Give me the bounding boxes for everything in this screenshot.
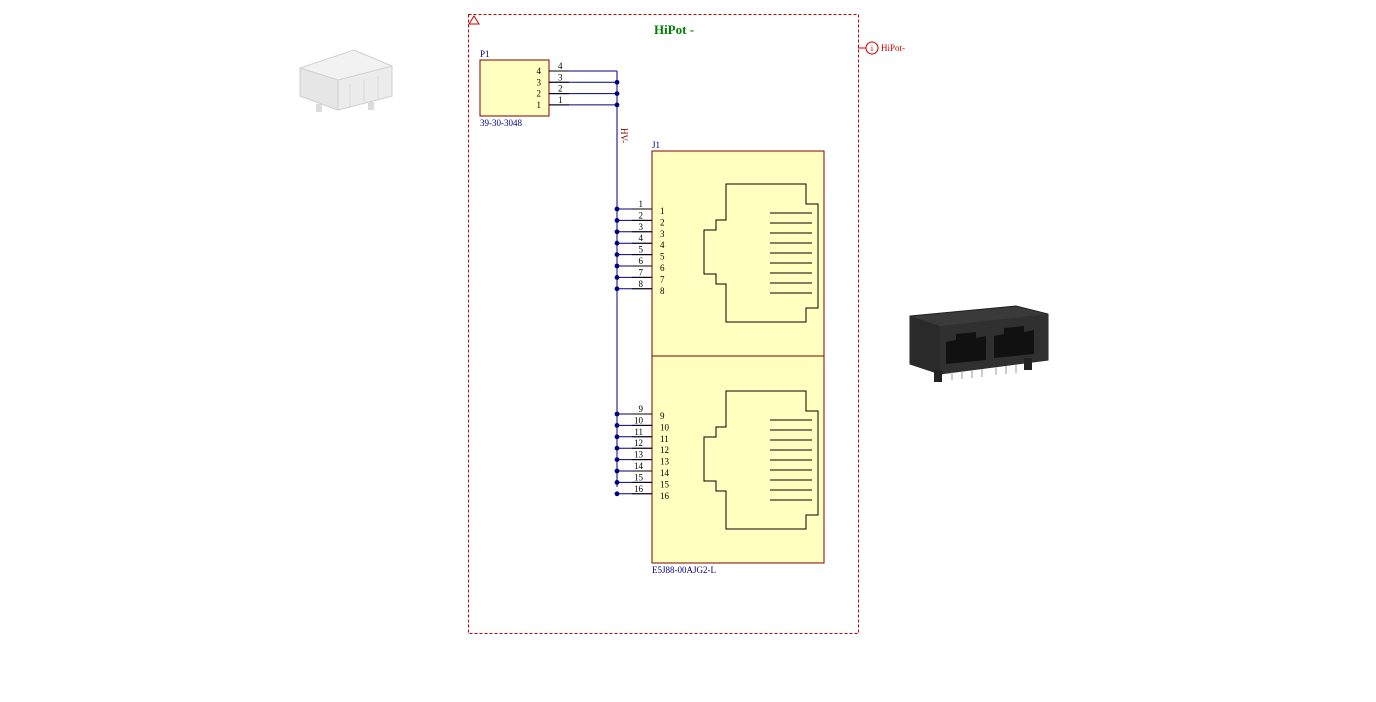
p1-pin-label: 2: [537, 89, 542, 99]
j1-pin-number: 3: [639, 222, 644, 232]
sheet-title: HiPot -: [654, 22, 694, 37]
j1-pin-label: 10: [660, 422, 670, 432]
j1-pin-label: 7: [660, 274, 665, 284]
p1-pin-number: 4: [558, 61, 563, 71]
j1-pin-number: 5: [639, 245, 644, 255]
junction-dot: [614, 263, 620, 269]
j1-pin-label: 13: [660, 457, 670, 467]
j1-pin-label: 11: [660, 434, 669, 444]
p1-ref: P1: [480, 49, 490, 59]
p1-pin-label: 4: [537, 66, 542, 76]
junction-dot: [614, 229, 620, 235]
junction-dot: [614, 434, 620, 440]
junction-dot: [614, 457, 620, 462]
j1-pin-label: 8: [660, 286, 665, 296]
j1-pin-label: 9: [660, 411, 665, 421]
junction-dot: [614, 206, 620, 212]
rj45-jack-icon-lower: [703, 390, 819, 530]
j1-pin-number: 8: [639, 279, 644, 289]
junction-dot: [614, 218, 620, 223]
j1-pin-label: 3: [660, 229, 665, 239]
junction-dot: [614, 240, 620, 246]
j1-ref: J1: [652, 140, 660, 150]
j1-pin-label: 1: [660, 206, 665, 216]
j1-pin-label: 14: [660, 468, 670, 478]
j1-pin-number: 7: [639, 267, 644, 277]
junction-dot: [614, 275, 620, 280]
p1-pin-number: 1: [558, 95, 563, 105]
rj45-jack-icon-upper: [703, 183, 819, 323]
junction-dot: [614, 480, 620, 485]
j1-pin-number: 12: [634, 438, 643, 448]
port-circle-icon[interactable]: [865, 41, 879, 55]
j1-pin-number: 11: [634, 427, 643, 437]
p1-pin-label: 3: [537, 77, 542, 87]
junction-dot: [614, 411, 620, 417]
p1-pin-label: 1: [537, 100, 542, 110]
j1-pin-number: 13: [634, 450, 644, 460]
p1-body[interactable]: [479, 59, 550, 117]
j1-pin-number: 2: [639, 210, 644, 220]
p1-value: 39-30-3048: [480, 118, 522, 128]
warning-triangle-icon: [468, 15, 480, 25]
junction-dot: [614, 423, 620, 428]
junction-dot: [614, 445, 620, 451]
j1-pin-number: 1: [639, 199, 644, 209]
j1-pin-label: 12: [660, 445, 669, 455]
j1-pin-number: 14: [634, 461, 644, 471]
j1-value: E5J88-00AJG2-L: [652, 565, 716, 575]
j1-pin-number: 10: [634, 415, 644, 425]
net-label-hv: HV-: [619, 128, 629, 143]
p1-pin-number: 3: [558, 72, 563, 82]
rj45-jack-photo: [906, 304, 1052, 390]
port-label[interactable]: HiPot-: [881, 43, 905, 53]
j1-pin-number: 6: [639, 256, 644, 266]
j1-pin-number: 15: [634, 472, 644, 482]
j1-pin-label: 5: [660, 252, 665, 262]
sheet-frame: [468, 14, 859, 634]
junction-dot: [614, 252, 620, 257]
molex-connector-photo: [294, 46, 396, 118]
j1-pin-label: 6: [660, 263, 665, 273]
j1-pin-number: 9: [639, 404, 644, 414]
port-icon-label: i: [871, 44, 874, 53]
j1-pin-label: 4: [660, 240, 665, 250]
junction-dot: [614, 468, 620, 474]
j1-pin-label: 15: [660, 479, 670, 489]
j1-pin-label: 2: [660, 217, 665, 227]
j1-pin-number: 4: [639, 233, 644, 243]
j1-pin-label: 16: [660, 491, 670, 501]
junction-dot: [614, 286, 620, 292]
p1-pin-number: 2: [558, 84, 563, 94]
j1-pins: 1122334455667788991010111112121313141415…: [614, 199, 670, 501]
j1-pin-number: 16: [634, 484, 644, 494]
junction-dot: [614, 491, 620, 497]
